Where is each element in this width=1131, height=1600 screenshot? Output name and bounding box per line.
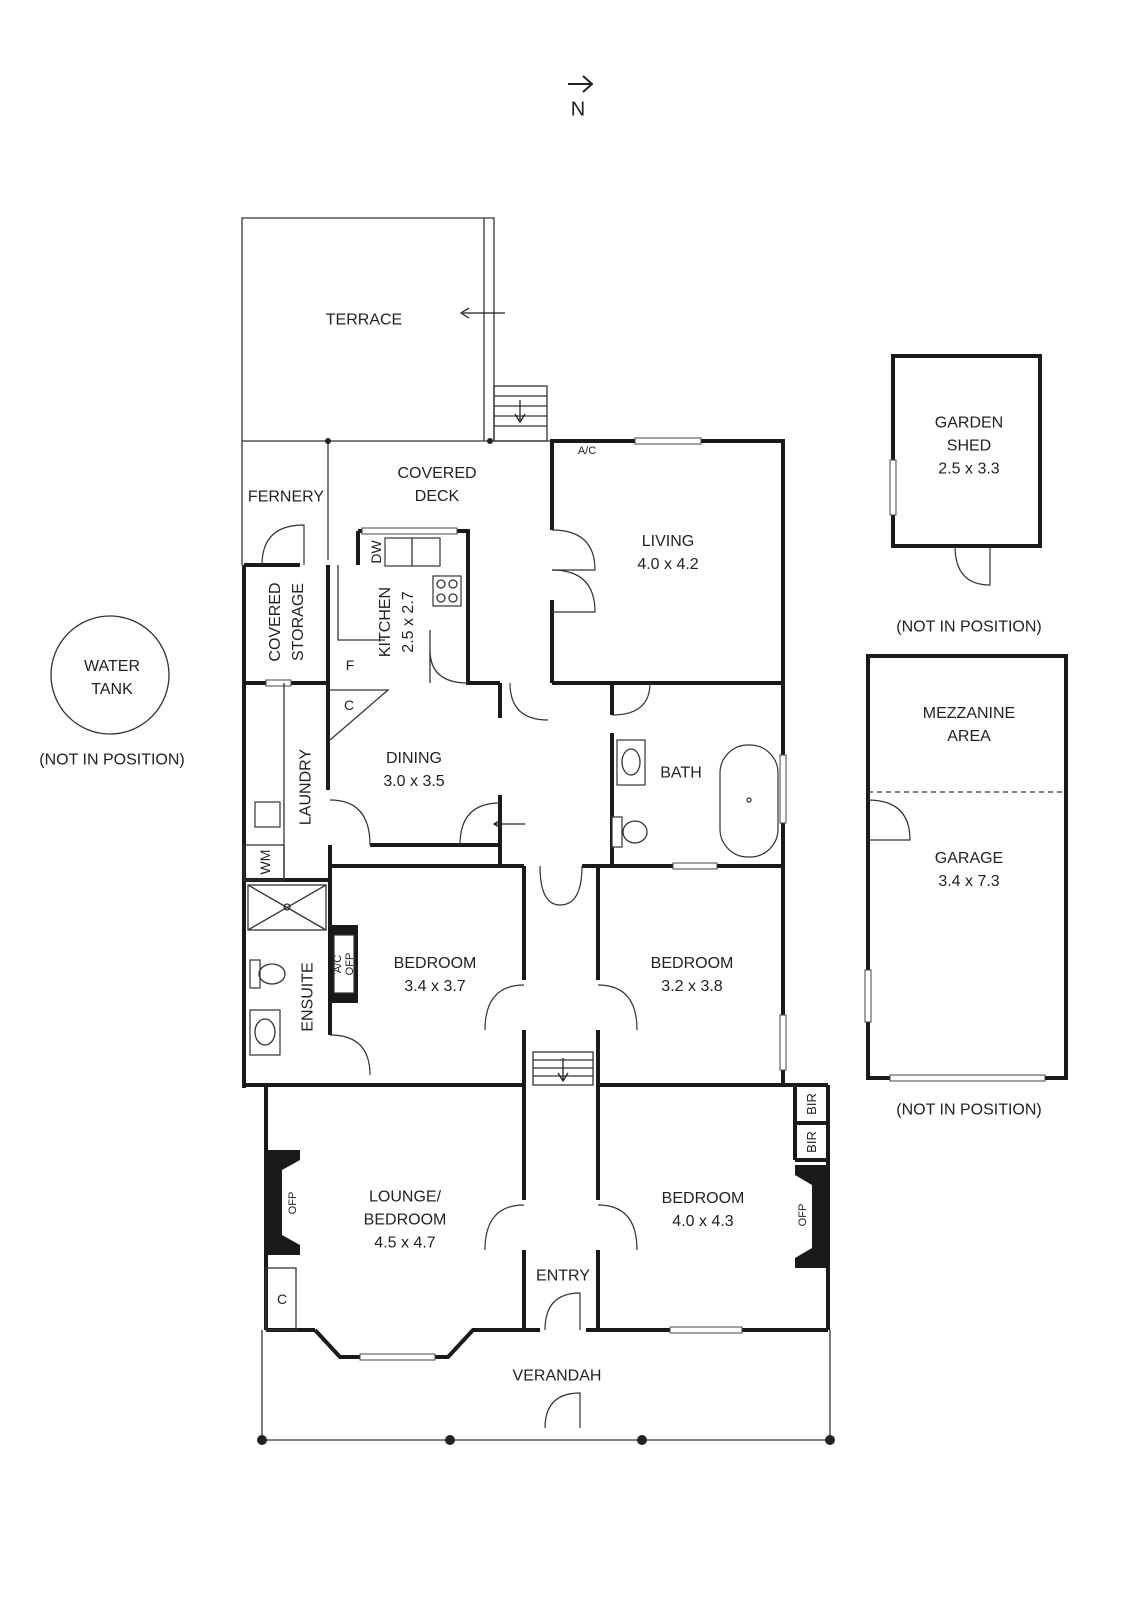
ensuite-label: ENSUITE xyxy=(299,962,317,1032)
lounge-ofp-label: OFP xyxy=(287,1191,299,1215)
verandah-label: VERANDAH xyxy=(512,1367,602,1385)
tank-not-in-position: (NOT IN POSITION) xyxy=(39,751,185,769)
windows xyxy=(265,437,787,1361)
laundry-label: LAUNDRY xyxy=(297,748,315,826)
dining-cupboard-label: C xyxy=(343,697,355,713)
wet-area-fixtures xyxy=(243,683,779,1056)
bir-label-1: BIR xyxy=(804,1093,819,1115)
washing-machine-label: WM xyxy=(257,849,273,875)
entry-label: ENTRY xyxy=(536,1267,590,1285)
bath-label: BATH xyxy=(660,764,702,782)
dishwasher-label: DW xyxy=(368,540,384,564)
garage-outline xyxy=(864,654,1068,1082)
north-arrow-icon xyxy=(568,75,594,93)
bir-label-2: BIR xyxy=(804,1131,819,1153)
water-tank-outline xyxy=(50,615,170,735)
garden-shed-outline xyxy=(889,354,1042,586)
kitchen-fixtures xyxy=(329,537,469,741)
shed-not-in-position: (NOT IN POSITION) xyxy=(896,618,1042,636)
bedroom-3-ofp-label: OFP xyxy=(797,1203,809,1227)
compass-label: N xyxy=(570,98,586,121)
garage-not-in-position: (NOT IN POSITION) xyxy=(896,1101,1042,1119)
terrace-label: TERRACE xyxy=(325,311,403,329)
bedroom-ofp-label: OFP xyxy=(344,952,356,976)
fernery-label: FERNERY xyxy=(247,488,325,506)
fireplaces xyxy=(265,1150,828,1331)
living-ac-label: A/C xyxy=(577,445,597,457)
fridge-label: F xyxy=(345,657,355,673)
lounge-cupboard-label: C xyxy=(276,1291,288,1307)
verandah-outline xyxy=(257,1330,835,1445)
internal-stairs xyxy=(532,1051,594,1086)
doors xyxy=(261,524,651,1429)
deck-outline xyxy=(241,438,553,565)
